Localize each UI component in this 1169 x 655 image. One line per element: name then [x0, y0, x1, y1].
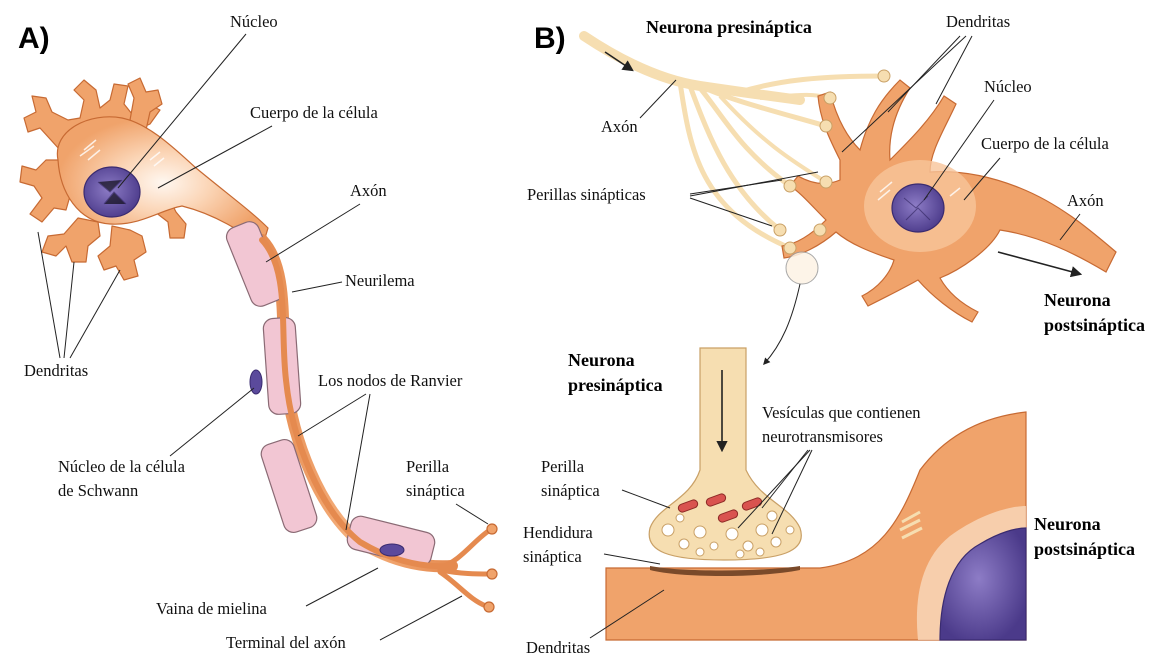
- leader-ranvier-1: [298, 394, 366, 436]
- label-zoom-presyn-1: Neurona: [568, 350, 635, 370]
- leader-axon-in-b: [640, 80, 676, 118]
- label-knob-a-1: Perilla: [406, 457, 450, 476]
- leader-knob-a: [456, 504, 488, 524]
- label-dendrites-a: Dendritas: [24, 361, 88, 380]
- panel-b-label: B): [534, 22, 566, 55]
- zoom-circle: [786, 252, 818, 284]
- label-cleft-2: sináptica: [523, 547, 582, 566]
- synapse-zoom: Neurona presináptica Vesículas que conti…: [523, 348, 1135, 655]
- leader-axon-a: [266, 204, 360, 262]
- label-knobs-b: Perillas sinápticas: [527, 185, 646, 204]
- label-ranvier: Los nodos de Ranvier: [318, 371, 463, 390]
- label-presyn-b: Neurona presináptica: [646, 17, 812, 37]
- leader-terminal: [380, 596, 462, 640]
- label-neurilemma: Neurilema: [345, 271, 415, 290]
- label-knob-a-2: sináptica: [406, 481, 465, 500]
- arrow-postsyn-direction: [998, 252, 1080, 274]
- synaptic-knobs-a: [484, 524, 497, 612]
- label-schwann-1: Núcleo de la célula: [58, 457, 186, 476]
- schwann-nucleus-2: [380, 544, 404, 556]
- leader-myelin: [306, 568, 378, 606]
- leader-ranvier-2: [346, 394, 370, 530]
- label-nucleus-a: Núcleo: [230, 12, 278, 31]
- leader-vesicles-1: [762, 450, 808, 508]
- label-dendrites-b: Dendritas: [946, 12, 1010, 31]
- leader-dendrites-a-3: [70, 270, 120, 358]
- leader-dendrites-a-2: [64, 262, 74, 358]
- label-zoom-knob-1: Perilla: [541, 457, 585, 476]
- label-zoom-postsyn-1: Neurona: [1034, 514, 1101, 534]
- label-vesicles-2: neurotransmisores: [762, 427, 883, 446]
- label-zoom-knob-2: sináptica: [541, 481, 600, 500]
- zoom-arrow: [764, 284, 800, 364]
- leader-schwann: [170, 388, 254, 456]
- leader-dendrites-b-3: [936, 36, 972, 104]
- label-zoom-dendrites: Dendritas: [526, 638, 590, 655]
- label-postsyn-b-2: postsináptica: [1044, 315, 1145, 335]
- label-zoom-presyn-2: presináptica: [568, 375, 663, 395]
- label-terminal: Terminal del axón: [226, 633, 346, 652]
- label-cleft-1: Hendidura: [523, 523, 593, 542]
- label-axon-a: Axón: [350, 181, 387, 200]
- leader-zoom-knob: [622, 490, 670, 508]
- nucleus-a: [84, 167, 140, 217]
- leader-dendrites-b-2: [842, 36, 966, 152]
- label-axon-out-b: Axón: [1067, 191, 1104, 210]
- label-cell-body-a: Cuerpo de la célula: [250, 103, 378, 122]
- leader-neurilemma: [292, 282, 342, 292]
- panel-a-label: A): [18, 22, 50, 55]
- label-vesicles-1: Vesículas que contienen: [762, 403, 921, 422]
- label-cell-body-b: Cuerpo de la célula: [981, 134, 1109, 153]
- panel-a: A): [18, 12, 497, 652]
- leader-cleft: [604, 554, 660, 564]
- label-postsyn-b-1: Neurona: [1044, 290, 1111, 310]
- label-axon-in-b: Axón: [601, 117, 638, 136]
- panel-b: B): [527, 12, 1145, 364]
- label-nucleus-b: Núcleo: [984, 77, 1032, 96]
- label-myelin: Vaina de mielina: [156, 599, 268, 618]
- label-zoom-postsyn-2: postsináptica: [1034, 539, 1135, 559]
- label-schwann-2: de Schwann: [58, 481, 138, 500]
